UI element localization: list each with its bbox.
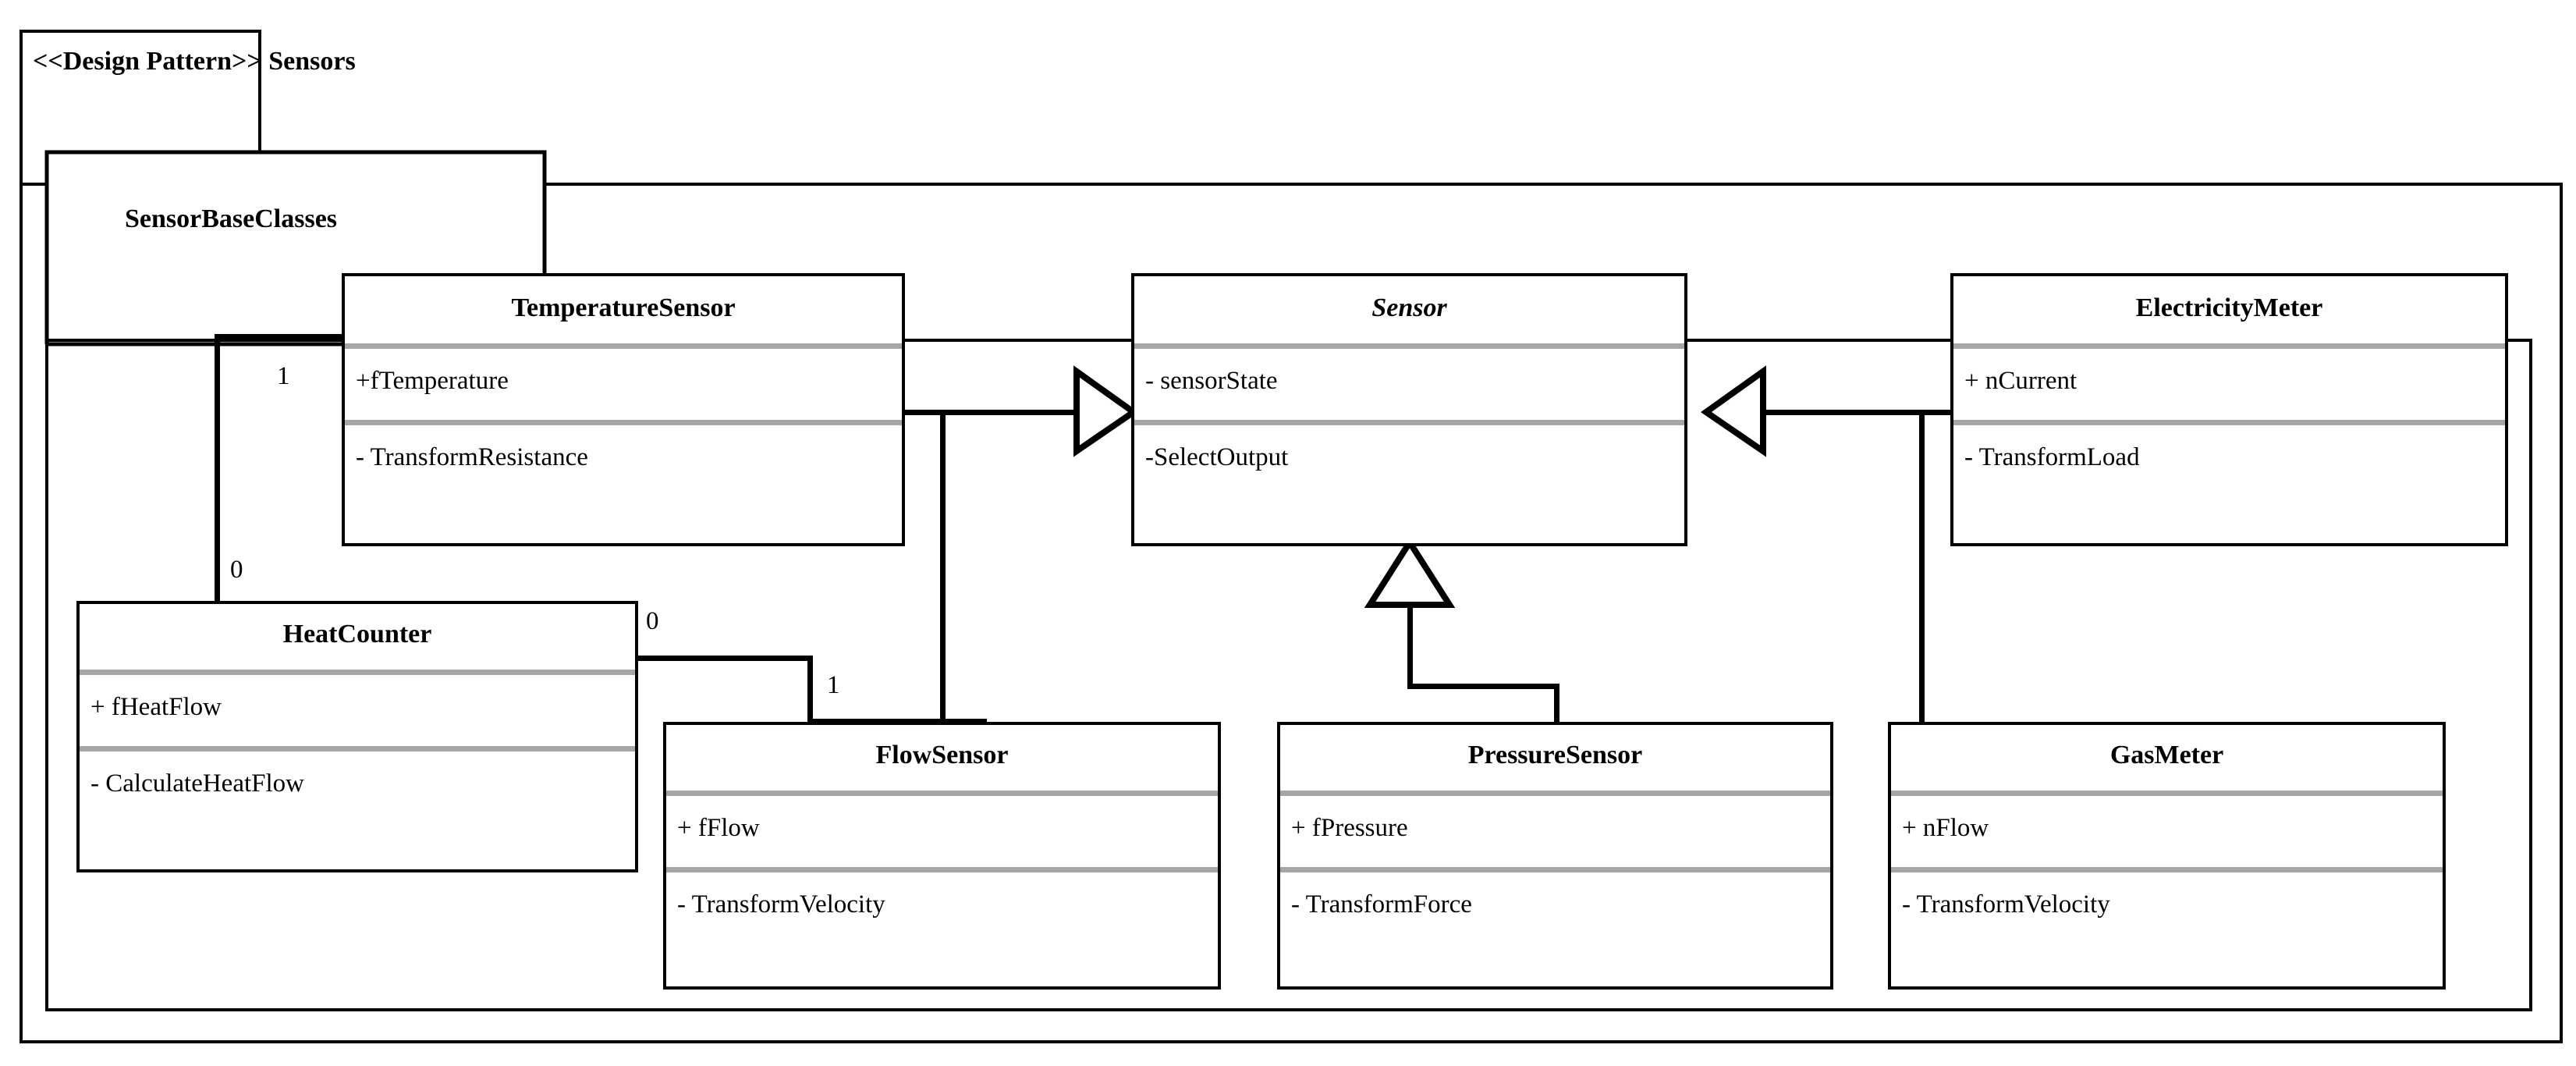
generalization-arrowhead-right: [1701, 365, 1766, 457]
class-separator: [345, 343, 902, 349]
class-separator: [1891, 791, 2443, 796]
class-operation-electricity-meter: - TransformLoad: [1964, 443, 2140, 471]
assoc-heat-flow-segment-bottom: [807, 719, 987, 724]
class-name-pressure-sensor: PressureSensor: [1467, 741, 1643, 769]
class-operation-heat-counter: - CalculateHeatFlow: [90, 769, 304, 798]
gen-pressure-sensor-segment-lower: [1554, 684, 1559, 727]
class-name-electricity-meter: ElectricityMeter: [2135, 293, 2323, 322]
class-separator: [1891, 867, 2443, 872]
multiplicity-heat-top-side: 0: [230, 556, 243, 584]
assoc-heat-flow-segment-vertical: [807, 656, 813, 724]
gen-flow-sensor-line: [940, 410, 946, 723]
class-separator: [1953, 420, 2505, 425]
class-separator: [666, 791, 1218, 796]
assoc-temperature-heat-segment-top: [215, 334, 347, 339]
multiplicity-heat-right-side: 0: [646, 607, 659, 635]
class-box-flow-sensor[interactable]: FlowSensor + fFlow - TransformVelocity: [663, 722, 1221, 990]
class-operation-temperature-sensor: - TransformResistance: [356, 443, 588, 471]
class-separator: [1280, 867, 1830, 872]
class-separator: [1280, 791, 1830, 796]
class-box-electricity-meter[interactable]: ElectricityMeter + nCurrent - TransformL…: [1950, 273, 2508, 546]
class-attribute-sensor: - sensorState: [1145, 367, 1278, 395]
class-attribute-flow-sensor: + fFlow: [677, 814, 760, 842]
class-operation-sensor: -SelectOutput: [1145, 443, 1289, 471]
class-box-pressure-sensor[interactable]: PressureSensor + fPressure - TransformFo…: [1277, 722, 1833, 990]
class-separator: [666, 867, 1218, 872]
class-box-gas-meter[interactable]: GasMeter + nFlow - TransformVelocity: [1888, 722, 2446, 990]
class-box-sensor[interactable]: Sensor - sensorState -SelectOutput: [1131, 273, 1687, 546]
class-separator: [345, 420, 902, 425]
assoc-heat-flow-segment-top: [633, 656, 813, 661]
multiplicity-temperature-side: 1: [277, 362, 290, 390]
assoc-temperature-heat-segment-vertical: [215, 334, 220, 603]
class-name-gas-meter: GasMeter: [2109, 741, 2224, 769]
class-separator: [80, 670, 635, 675]
outer-package-body: [20, 183, 2563, 1043]
gen-pressure-sensor-segment-middle: [1407, 684, 1559, 689]
class-separator: [1134, 420, 1684, 425]
inner-package-label: SensorBaseClasses: [125, 204, 338, 233]
gen-gas-meter-line: [1919, 410, 1925, 723]
class-attribute-gas-meter: + nFlow: [1902, 814, 1989, 842]
class-box-heat-counter[interactable]: HeatCounter + fHeatFlow - CalculateHeatF…: [76, 601, 638, 872]
class-separator: [1134, 343, 1684, 349]
class-box-temperature-sensor[interactable]: TemperatureSensor +fTemperature - Transf…: [342, 273, 905, 546]
class-name-heat-counter: HeatCounter: [282, 620, 432, 648]
class-operation-flow-sensor: - TransformVelocity: [677, 890, 885, 919]
multiplicity-flow-side: 1: [827, 671, 840, 699]
class-attribute-pressure-sensor: + fPressure: [1291, 814, 1408, 842]
outer-package-label: <<Design Pattern>> Sensors: [33, 47, 356, 76]
class-operation-gas-meter: - TransformVelocity: [1902, 890, 2110, 919]
class-name-sensor: Sensor: [1371, 293, 1447, 322]
class-operation-pressure-sensor: - TransformForce: [1291, 890, 1472, 919]
generalization-arrowhead-left: [1073, 365, 1139, 457]
class-attribute-heat-counter: + fHeatFlow: [90, 693, 222, 721]
gen-pressure-sensor-segment-upper: [1407, 587, 1413, 688]
generalization-arrowhead-up: [1364, 536, 1456, 608]
gen-temperature-sensor-line: [902, 410, 1085, 415]
class-attribute-temperature-sensor: +fTemperature: [356, 367, 509, 395]
class-separator: [80, 746, 635, 752]
class-attribute-electricity-meter: + nCurrent: [1964, 367, 2077, 395]
class-separator: [1953, 343, 2505, 349]
gen-electricity-meter-line: [1732, 410, 1957, 415]
class-name-flow-sensor: FlowSensor: [875, 741, 1009, 769]
class-name-temperature-sensor: TemperatureSensor: [511, 293, 736, 322]
